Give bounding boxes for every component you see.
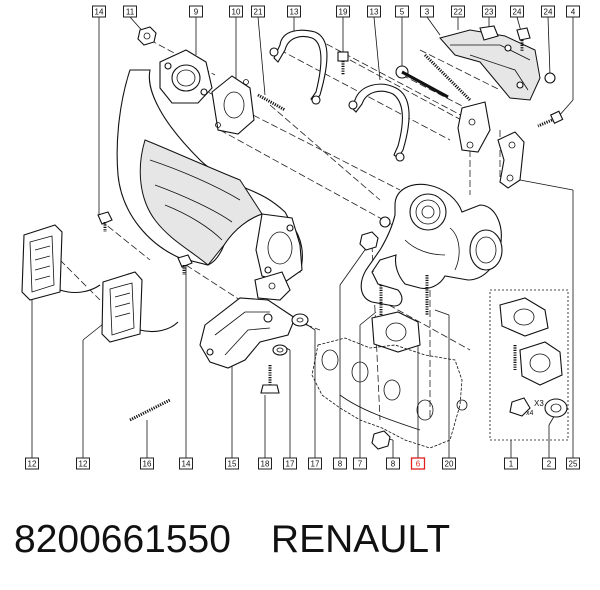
bottom-callout-20: 20	[442, 457, 456, 470]
bottom-callout-8: 8	[333, 457, 347, 470]
bolt-19	[337, 51, 349, 75]
stud-16	[129, 398, 171, 422]
washer-17	[272, 313, 309, 356]
bottom-callout-6: 6	[410, 457, 426, 470]
bottom-callout-label: 16	[143, 460, 152, 469]
bolt-4	[537, 110, 564, 128]
bolt-5	[395, 65, 449, 99]
top-callout-label: 13	[370, 8, 379, 17]
bottom-callout-12: 12	[25, 457, 39, 470]
bolt-14-lower	[177, 254, 193, 275]
top-callout-label: 23	[485, 8, 494, 17]
bracket-3	[457, 101, 491, 153]
top-callout-row: 14 11 9 10 21 13 19 13 5 3 22 23 24 24 4	[92, 5, 580, 18]
top-callout-23: 23	[482, 5, 496, 18]
bottom-callout-1: 1	[504, 457, 518, 470]
nut-8-lower	[371, 430, 391, 450]
bottom-callout-label: 17	[286, 460, 295, 469]
bottom-callout-label: 17	[311, 460, 320, 469]
bottom-callout-25: 25	[566, 457, 580, 470]
exhaust-manifold-20	[311, 337, 468, 449]
top-callout-13: 13	[287, 5, 301, 18]
bottom-callout-7: 7	[353, 457, 367, 470]
top-callout-24: 24	[541, 5, 555, 18]
top-callout-22: 22	[451, 5, 465, 18]
turbo-gasket	[371, 311, 421, 353]
turbocharger	[360, 183, 503, 307]
bottom-callout-label: 25	[569, 460, 578, 469]
nut-11	[137, 26, 157, 46]
bottom-callout-18: 18	[258, 457, 272, 470]
bottom-callout-2: 2	[542, 457, 556, 470]
heat-shield-12-right	[101, 271, 179, 343]
top-callout-24: 24	[510, 5, 524, 18]
top-callout-label: 19	[339, 8, 348, 17]
bottom-callout-17: 17	[308, 457, 322, 470]
bottom-callout-label: 7	[358, 460, 363, 469]
top-callout-label: 11	[126, 8, 135, 17]
caption: 8200661550 RENAULT	[14, 518, 594, 562]
gasket-10	[211, 75, 255, 135]
stud-3	[423, 53, 472, 102]
top-callout-3: 3	[420, 5, 434, 18]
brand-name: RENAULT	[270, 518, 451, 561]
bottom-callout-label: 1	[509, 460, 514, 469]
bottom-callout-label: 14	[182, 460, 191, 469]
top-callout-21: 21	[251, 5, 265, 18]
top-callout-label: 14	[95, 8, 104, 17]
bottom-callout-label: 15	[228, 460, 237, 469]
top-callout-label: 4	[571, 8, 576, 17]
part-number: 8200661550	[14, 518, 231, 561]
top-callout-label: 24	[513, 8, 522, 17]
clamp-13-left	[269, 29, 328, 105]
heat-shield-12-left	[21, 224, 101, 301]
gasket-kit-box	[489, 289, 569, 441]
top-callout-4: 4	[566, 5, 580, 18]
bottom-callout-label: 12	[28, 460, 37, 469]
top-callout-10: 10	[229, 5, 243, 18]
bottom-callout-label: 8	[338, 460, 343, 469]
bottom-callout-8: 8	[386, 457, 400, 470]
top-callout-5: 5	[395, 5, 409, 18]
top-callout-label: 13	[290, 8, 299, 17]
bottom-callout-12: 12	[76, 457, 90, 470]
top-callout-label: 21	[254, 8, 263, 17]
top-callout-11: 11	[123, 5, 137, 18]
bottom-callout-label: 6	[416, 460, 421, 469]
bolt-18	[260, 365, 280, 394]
top-callout-label: 5	[400, 8, 405, 17]
top-callout-19: 19	[336, 5, 350, 18]
clamp-13-right	[348, 83, 410, 162]
x4-marker: x4	[526, 410, 534, 417]
nut-8-upper	[359, 231, 379, 251]
clip-23	[479, 25, 499, 41]
bottom-callout-label: 20	[445, 460, 454, 469]
bottom-callout-14: 14	[179, 457, 193, 470]
x3-marker: X3	[534, 399, 544, 408]
bottom-callout-label: 18	[261, 460, 270, 469]
top-callout-14: 14	[92, 5, 106, 18]
support-bracket-15	[199, 271, 296, 369]
top-callout-label: 24	[544, 8, 553, 17]
bottom-callout-15: 15	[225, 457, 239, 470]
catalytic-converter	[116, 49, 303, 283]
stud-21	[257, 93, 286, 112]
top-callout-label: 9	[194, 8, 199, 17]
top-callout-label: 3	[425, 8, 430, 17]
bottom-callout-17: 17	[283, 457, 297, 470]
bottom-callout-label: 8	[391, 460, 396, 469]
bracket-25	[497, 131, 525, 189]
bolt-14-upper	[97, 211, 113, 232]
bottom-callout-label: 12	[79, 460, 88, 469]
top-callout-label: 10	[232, 8, 241, 17]
bottom-callout-16: 16	[140, 457, 154, 470]
top-callout-9: 9	[189, 5, 203, 18]
top-callout-13: 13	[367, 5, 381, 18]
top-callout-label: 22	[454, 8, 463, 17]
bottom-callout-label: 2	[547, 460, 552, 469]
heat-shield-22	[439, 29, 541, 101]
bolt-24	[516, 27, 556, 84]
